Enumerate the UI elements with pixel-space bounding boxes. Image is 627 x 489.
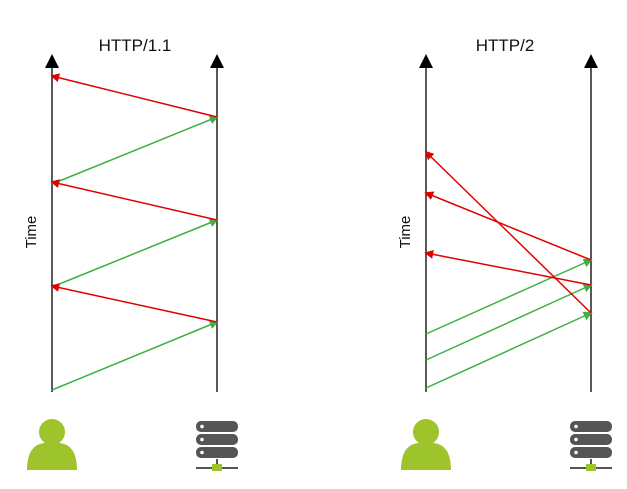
request-arrow xyxy=(425,311,593,389)
panel-title-http2: HTTP/2 xyxy=(476,36,535,55)
response-arrow xyxy=(424,191,592,261)
timeline-arrowhead-icon xyxy=(210,54,224,68)
server-icon xyxy=(196,421,238,471)
timeline-arrowhead-icon xyxy=(584,54,598,68)
request-arrow xyxy=(51,115,219,185)
request-arrow xyxy=(425,283,593,361)
request-arrow xyxy=(51,218,219,288)
response-arrow xyxy=(424,150,592,314)
response-arrow xyxy=(50,283,218,323)
response-arrow xyxy=(50,179,218,221)
response-arrow xyxy=(50,73,218,118)
client-user-icon xyxy=(401,419,451,470)
timeline-arrowhead-icon xyxy=(419,54,433,68)
timeline-arrowhead-icon xyxy=(45,54,59,68)
response-arrow xyxy=(424,249,592,286)
time-axis-label-http1: Time xyxy=(23,216,40,249)
client-user-icon xyxy=(27,419,77,470)
server-icon xyxy=(570,421,612,471)
time-axis-label-http2: Time xyxy=(397,216,414,249)
request-arrow xyxy=(425,258,593,335)
request-arrow xyxy=(51,320,219,391)
panel-title-http1: HTTP/1.1 xyxy=(99,36,172,55)
